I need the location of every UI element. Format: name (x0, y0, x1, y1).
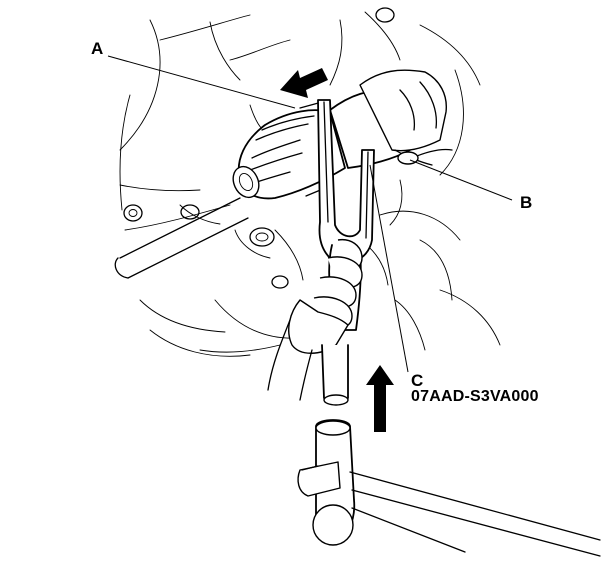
hammer (297, 419, 601, 557)
special-tool-part-number: 07AAD-S3VA000 (411, 388, 539, 405)
callout-b-label: B (520, 193, 533, 212)
fastener-bolts (123, 7, 395, 289)
tool-shank (321, 344, 349, 406)
inner-joint-housing (329, 69, 453, 169)
leader-line-a (107, 55, 296, 109)
drive-shaft (114, 197, 249, 279)
leader-lines (107, 55, 513, 373)
hand (267, 238, 363, 401)
strike-direction-arrow (366, 365, 394, 432)
direction-arrows (280, 68, 394, 432)
leader-line-c (369, 164, 409, 373)
leader-line-b (409, 159, 513, 201)
callout-a-label: A (91, 39, 104, 58)
callout-c-label: C (411, 371, 424, 390)
pull-direction-arrow (280, 68, 328, 98)
